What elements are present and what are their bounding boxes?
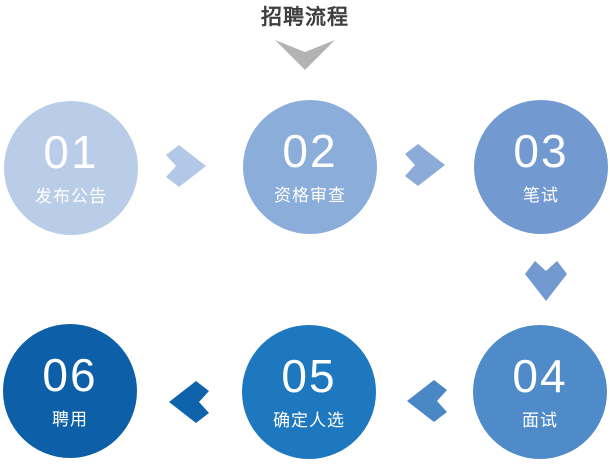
step-label: 确定人选 — [273, 411, 345, 430]
step-circle-4: 04 面试 — [473, 325, 607, 459]
step-circle-2: 02 资格审查 — [243, 100, 377, 234]
step-circle-5: 05 确定人选 — [242, 325, 376, 459]
step-label: 面试 — [522, 411, 558, 430]
step-number: 04 — [512, 350, 568, 402]
arrow-right-icon — [405, 144, 445, 186]
arrow-left-icon — [169, 381, 209, 423]
arrow-right-icon — [166, 145, 206, 187]
step-label: 资格审查 — [274, 186, 346, 205]
step-circle-3: 03 笔试 — [474, 100, 608, 234]
step-number: 05 — [281, 350, 337, 402]
step-number: 01 — [43, 126, 99, 178]
step-label: 聘用 — [52, 410, 88, 429]
chevron-down-icon — [275, 40, 335, 70]
arrow-left-icon — [407, 380, 447, 422]
step-number: 03 — [513, 125, 569, 177]
step-circle-1: 01 发布公告 — [4, 101, 138, 235]
step-label: 笔试 — [523, 186, 559, 205]
step-circle-6: 06 聘用 — [3, 324, 137, 458]
step-number: 02 — [282, 125, 338, 177]
arrow-down-icon — [525, 261, 567, 301]
step-number: 06 — [42, 349, 98, 401]
step-label: 发布公告 — [35, 187, 107, 206]
page-title: 招聘流程 — [261, 6, 349, 29]
